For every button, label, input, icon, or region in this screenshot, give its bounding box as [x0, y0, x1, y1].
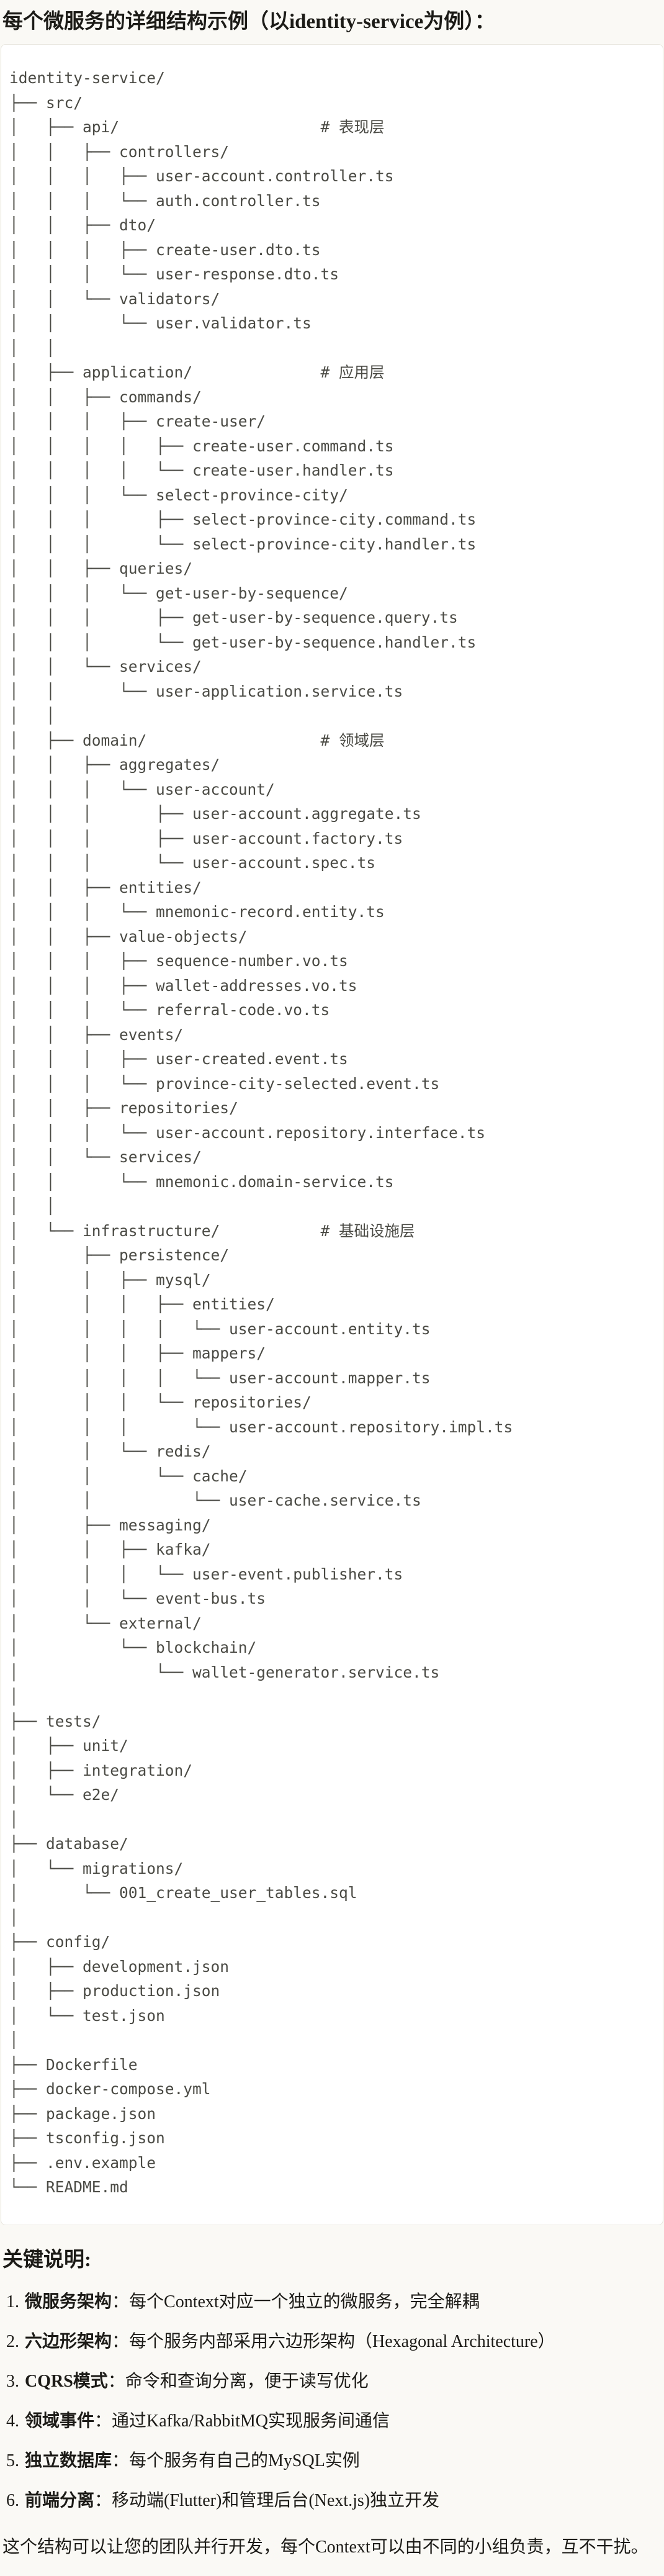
note-description: ：移动端(Flutter)和管理后台(Next.js)独立开发 — [94, 2490, 440, 2510]
note-number: 6. — [6, 2490, 19, 2510]
note-description: ：命令和查询分离，便于读写优化 — [107, 2371, 369, 2391]
note-number: 5. — [6, 2451, 19, 2470]
note-number: 3. — [6, 2371, 19, 2391]
directory-tree-code-block: identity-service/ ├── src/ │ ├── api/ # … — [1, 44, 663, 2225]
directory-tree: identity-service/ ├── src/ │ ├── api/ # … — [9, 69, 513, 2196]
note-description: ：每个Context对应一个独立的微服务，完全解耦 — [112, 2292, 480, 2312]
closing-paragraph: 这个结构可以让您的团队并行开发，每个Context可以由不同的小组负责，互不干扰… — [2, 2537, 648, 2557]
note-item-independent-db: 5. 独立数据库：每个服务有自己的MySQL实例 — [6, 2449, 659, 2474]
note-term: 前端分离 — [25, 2490, 95, 2510]
note-number: 4. — [6, 2411, 19, 2431]
note-number: 2. — [6, 2331, 19, 2351]
note-item-domain-events: 4. 领域事件：通过Kafka/RabbitMQ实现服务间通信 — [6, 2409, 659, 2434]
note-term: 领域事件 — [25, 2411, 95, 2431]
note-item-frontend-split: 6. 前端分离：移动端(Flutter)和管理后台(Next.js)独立开发 — [6, 2488, 659, 2513]
note-description: ：每个服务内部采用六边形架构（Hexagonal Architecture） — [112, 2331, 555, 2351]
note-item-cqrs: 3. CQRS模式：命令和查询分离，便于读写优化 — [6, 2369, 659, 2394]
note-term: CQRS模式 — [25, 2371, 108, 2391]
page-title: 每个微服务的详细结构示例（以identity-service为例）： — [2, 11, 495, 33]
note-item-microservices: 1. 微服务架构：每个Context对应一个独立的微服务，完全解耦 — [6, 2290, 659, 2315]
notes-heading: 关键说明: — [2, 2248, 91, 2271]
note-term: 独立数据库 — [25, 2451, 112, 2470]
key-notes-section: 关键说明: 1. 微服务架构：每个Context对应一个独立的微服务，完全解耦 2… — [0, 2248, 664, 2576]
note-term: 微服务架构 — [25, 2292, 112, 2312]
note-description: ：每个服务有自己的MySQL实例 — [112, 2451, 360, 2470]
note-description: ：通过Kafka/RabbitMQ实现服务间通信 — [94, 2411, 390, 2431]
note-item-hexagonal: 2. 六边形架构：每个服务内部采用六边形架构（Hexagonal Architec… — [6, 2330, 659, 2354]
note-number: 1. — [6, 2292, 19, 2312]
note-term: 六边形架构 — [25, 2331, 112, 2351]
